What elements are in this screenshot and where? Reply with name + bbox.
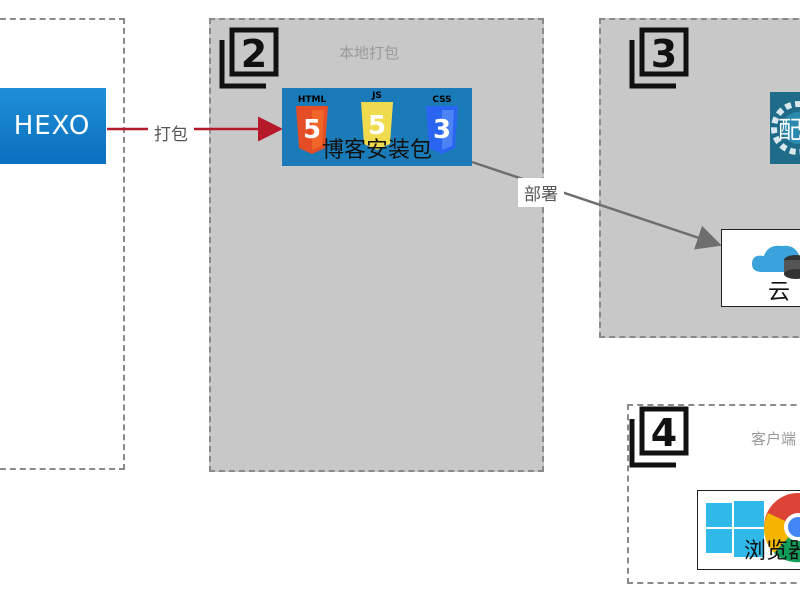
svg-text:CSS: CSS xyxy=(432,95,451,105)
browser-node: 浏览器 xyxy=(697,490,800,570)
browser-label: 浏览器 xyxy=(744,539,800,564)
cloud-server-node: 云 xyxy=(721,229,800,307)
windows-logo-icon xyxy=(706,501,764,557)
step-4-badge: 4 xyxy=(629,406,689,468)
deploy-edge-label: 部署 xyxy=(518,178,564,207)
web-tech-icons: HTML 5 JS 5 CSS 3 xyxy=(296,91,458,154)
cloud-server-label: 云 xyxy=(768,280,791,305)
client-panel-title: 客户端 xyxy=(751,430,797,448)
config-node: 配 xyxy=(770,92,800,164)
local-package-panel-title: 本地打包 xyxy=(339,44,400,62)
blog-package-node: HTML 5 JS 5 CSS 3 博客安装包 xyxy=(282,88,472,166)
config-node-label: 配 xyxy=(778,116,800,144)
hexo-node-label: HEXO xyxy=(13,111,91,141)
browser-icon xyxy=(706,493,800,563)
js-icon: JS 5 xyxy=(361,91,393,150)
step-2-badge: 2 xyxy=(219,27,279,89)
source-panel xyxy=(0,18,125,470)
step-2-number: 2 xyxy=(241,32,267,76)
blog-package-label: 博客安装包 xyxy=(321,138,432,163)
step-4-number: 4 xyxy=(651,411,677,455)
client-panel: 客户端 xyxy=(627,404,800,584)
svg-text:JS: JS xyxy=(371,91,382,101)
svg-text:HTML: HTML xyxy=(298,95,327,105)
css3-icon: CSS 3 xyxy=(426,95,458,154)
step-3-number: 3 xyxy=(651,32,677,76)
cloud-server-icon xyxy=(752,245,800,279)
svg-text:5: 5 xyxy=(303,115,321,145)
gear-icon xyxy=(771,101,800,155)
deploy-edge xyxy=(471,160,722,250)
step-3-badge: 3 xyxy=(629,27,689,89)
chrome-logo-icon xyxy=(764,493,800,563)
svg-text:5: 5 xyxy=(368,111,386,141)
pack-edge-label: 打包 xyxy=(148,118,194,147)
hexo-node: HEXO xyxy=(0,88,106,164)
html5-icon: HTML 5 xyxy=(296,95,328,154)
svg-text:3: 3 xyxy=(433,115,451,145)
